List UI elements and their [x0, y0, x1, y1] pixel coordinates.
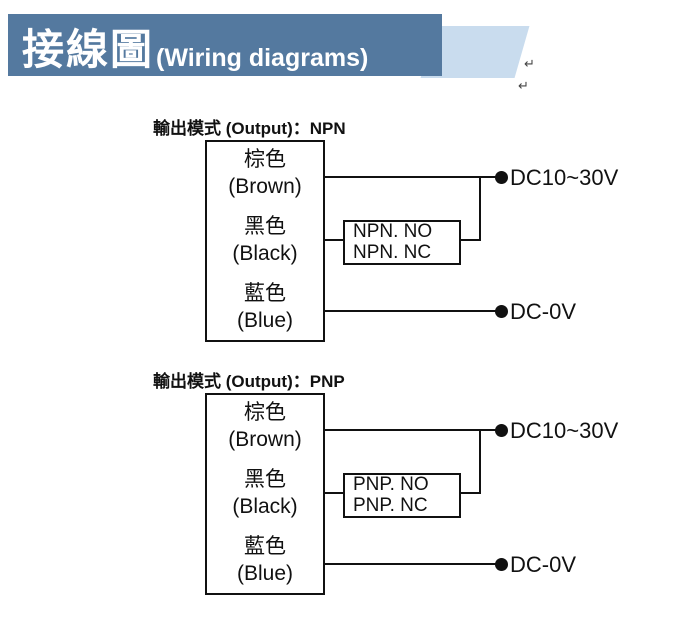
wire-line-black [323, 239, 345, 241]
terminal-dot-positive [495, 424, 508, 437]
switch-line-nc: NPN. NC [353, 241, 432, 263]
wire-label-brown: 棕色 (Brown) [207, 400, 323, 454]
wire-label-brown-en: (Brown) [228, 427, 302, 451]
banner-title-en: (Wiring diagrams) [156, 43, 369, 72]
wiring-diagram-pnp: 輸出模式 (Output)：PNP 棕色 (Brown) 黑色 (Black) … [0, 365, 676, 617]
output-switch-box-pnp: PNP. NO PNP. NC [343, 473, 461, 518]
switch-output-line [459, 239, 481, 241]
terminal-dot-negative [495, 305, 508, 318]
wire-label-brown-en: (Brown) [228, 174, 302, 198]
output-switch-box-npn: NPN. NO NPN. NC [343, 220, 461, 265]
sensor-box: 棕色 (Brown) 黑色 (Black) 藍色 (Blue) [205, 393, 325, 595]
paragraph-return-icon: ↵ [518, 79, 529, 94]
wire-line-brown [323, 429, 503, 431]
wire-line-black [323, 492, 345, 494]
wire-label-brown-cjk: 棕色 [244, 401, 286, 424]
wire-label-blue: 藍色 (Blue) [207, 534, 323, 588]
diagram-label-pnp: 輸出模式 (Output)：PNP [153, 372, 345, 391]
wire-label-black-cjk: 黑色 [244, 468, 286, 492]
wire-label-brown: 棕色 (Brown) [207, 147, 323, 201]
wiring-diagram-npn: 輸出模式 (Output)：NPN 棕色 (Brown) 黑色 (Black) … [0, 112, 676, 364]
wire-label-blue-cjk: 藍色 [244, 535, 286, 559]
terminal-label-positive: DC10~30V [510, 165, 619, 190]
terminal-label-negative: DC-0V [510, 552, 577, 577]
junction-line-vertical [479, 176, 481, 241]
wire-label-brown-cjk: 棕色 [244, 148, 286, 171]
switch-output-line [459, 492, 481, 494]
title-banner: 接線圖 (Wiring diagrams) [8, 14, 442, 76]
wire-label-blue-cjk: 藍色 [244, 282, 286, 306]
switch-line-nc: PNP. NC [353, 494, 428, 516]
wire-label-blue-en: (Blue) [236, 309, 294, 333]
wire-line-blue [323, 563, 503, 565]
terminal-dot-negative [495, 558, 508, 571]
wire-label-black: 黑色 (Black) [207, 467, 323, 521]
wire-line-blue [323, 310, 503, 312]
terminal-label-positive: DC10~30V [510, 418, 619, 443]
wire-label-black: 黑色 (Black) [207, 214, 323, 268]
switch-line-no: NPN. NO [353, 220, 433, 242]
wire-label-blue-en: (Blue) [236, 562, 294, 586]
paragraph-return-icon: ↵ [524, 57, 535, 72]
terminal-label-negative: DC-0V [510, 299, 577, 324]
sensor-box: 棕色 (Brown) 黑色 (Black) 藍色 (Blue) [205, 140, 325, 342]
wire-label-black-cjk: 黑色 [244, 215, 286, 239]
switch-line-no: PNP. NO [353, 473, 429, 495]
diagram-label-npn: 輸出模式 (Output)：NPN [153, 119, 346, 138]
banner-title-cjk: 接線圖 [22, 26, 155, 73]
wire-label-black-en: (Black) [232, 242, 298, 265]
junction-line-vertical [479, 429, 481, 494]
wire-label-blue: 藍色 (Blue) [207, 281, 323, 335]
terminal-dot-positive [495, 171, 508, 184]
wire-label-black-en: (Black) [232, 495, 298, 518]
wire-line-brown [323, 176, 503, 178]
